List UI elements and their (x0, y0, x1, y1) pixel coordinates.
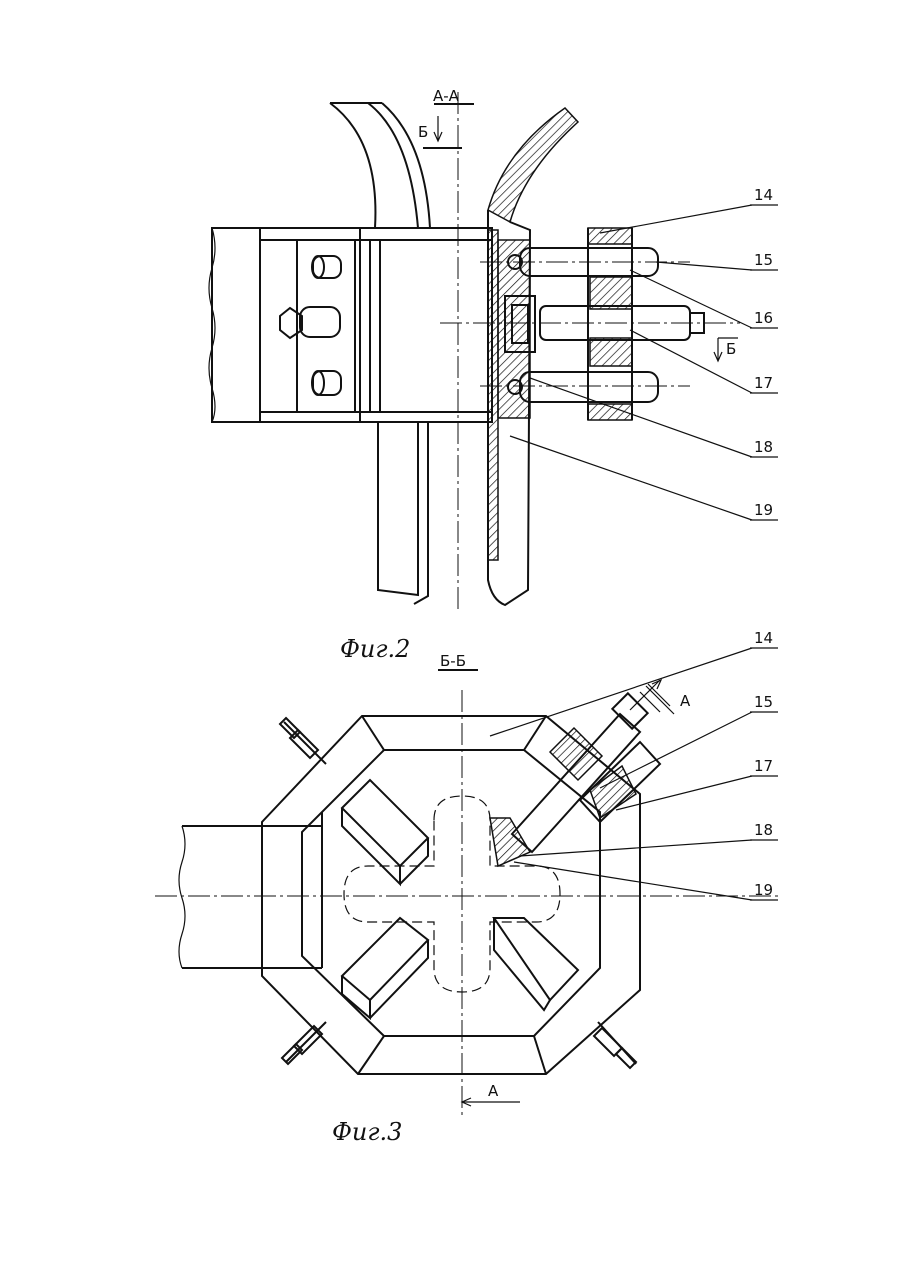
callout-18: 18 (750, 438, 778, 457)
callout-3-17: 17 (750, 757, 778, 776)
bolt-plate (297, 240, 355, 412)
leader-14 (600, 205, 752, 233)
figure-2: А-А Б (209, 87, 778, 663)
svg-text:19: 19 (754, 881, 773, 899)
svg-text:18: 18 (754, 438, 773, 456)
clamp-backplate (498, 240, 530, 418)
svg-text:16: 16 (754, 309, 773, 327)
view-arrow-top-label: А (680, 692, 691, 710)
figure-3: Б-Б (155, 629, 780, 1146)
blade-left-outer (330, 103, 375, 228)
svg-text:15: 15 (754, 251, 773, 269)
callout-16: 16 (750, 309, 778, 328)
leader-3-19 (514, 862, 752, 900)
clamp-assembly (512, 684, 670, 852)
svg-text:19: 19 (754, 501, 773, 519)
callout-3-19: 19 (750, 881, 778, 900)
plate-19-section (488, 230, 498, 560)
housing-section-lower (590, 338, 632, 366)
callout-3-18: 18 (750, 821, 778, 840)
leader-3-14 (490, 648, 752, 736)
bolt-head-middle (280, 307, 340, 338)
svg-text:17: 17 (754, 374, 773, 392)
cross-opening (344, 796, 560, 992)
rail-profile-bottom-left (342, 918, 428, 1018)
caption-figure-2: Фиг.2 (340, 635, 410, 663)
bolt-head-top (312, 256, 341, 278)
leader-15 (656, 262, 752, 270)
svg-text:18: 18 (754, 821, 773, 839)
rail-profile-top-right (490, 818, 530, 866)
leader-3-17 (616, 776, 752, 810)
svg-text:17: 17 (754, 757, 773, 775)
housing-section-upper (590, 277, 632, 309)
cut-mark-label: Б (418, 123, 428, 141)
stud-top-left (280, 718, 326, 764)
section-label-aa: А-А (433, 87, 460, 105)
bolt-head-bottom (312, 371, 341, 395)
rail-profile-bottom-right (494, 918, 578, 1010)
blade-right-hatched (488, 108, 578, 222)
caption-figure-3: Фиг.3 (332, 1118, 402, 1146)
leader-18 (530, 378, 752, 457)
stud-bottom-left (282, 1022, 326, 1064)
callout-17: 17 (750, 374, 778, 393)
housing-14-top (588, 228, 632, 244)
callout-14: 14 (750, 186, 778, 205)
frame-corner-3 (534, 1036, 546, 1074)
callout-19: 19 (750, 501, 778, 520)
slide-lower-left (378, 422, 418, 595)
view-arrow-bottom-label: А (488, 1082, 499, 1100)
beam-break (179, 826, 185, 968)
leader-3-18 (520, 840, 752, 856)
slide-lower-left-edge (414, 422, 428, 604)
leader-19 (510, 436, 752, 520)
callout-3-14: 14 (750, 629, 778, 648)
body-block (212, 228, 492, 422)
svg-text:15: 15 (754, 693, 773, 711)
frame-corner-1 (362, 716, 384, 750)
stud-bottom-right (594, 1022, 636, 1068)
frame-corner-4 (358, 1036, 384, 1074)
callout-15: 15 (750, 251, 778, 270)
svg-text:14: 14 (754, 629, 773, 647)
svg-text:14: 14 (754, 186, 773, 204)
cut-mark-right: Б (726, 340, 736, 358)
section-label-bb: Б-Б (440, 652, 466, 670)
callout-3-15: 15 (750, 693, 778, 712)
